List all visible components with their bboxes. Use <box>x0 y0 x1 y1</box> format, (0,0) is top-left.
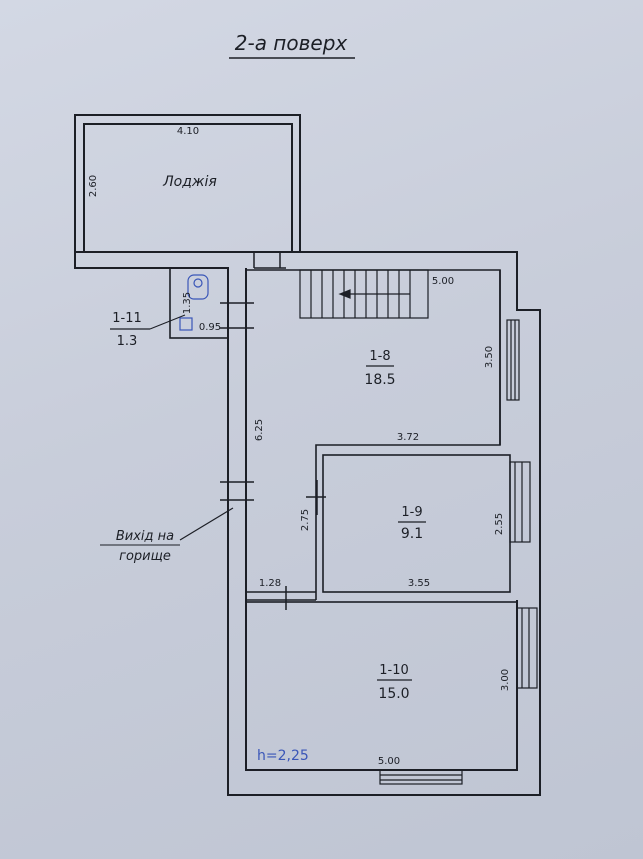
toilet-icon <box>187 274 209 300</box>
room-1-8-width-dim: 5.00 <box>432 276 454 287</box>
sink-icon <box>179 317 193 331</box>
attic-exit-line1: Вихід на <box>116 529 174 544</box>
room-1-10-area: 15.0 <box>378 686 409 702</box>
ceiling-height-label: h=2,25 <box>257 748 309 764</box>
room-1-9-wall <box>322 454 511 593</box>
room-1-8-area: 18.5 <box>364 372 395 388</box>
room-1-10-width-dim: 5.00 <box>378 756 400 767</box>
door-marks <box>220 252 326 610</box>
attic-exit-leader <box>179 507 234 541</box>
building-outline <box>74 251 541 796</box>
room-1-9-left-depth-dim: 2.75 <box>300 509 311 531</box>
loggia-label: Лоджія <box>162 174 217 190</box>
room-1-10-depth-dim: 3.00 <box>500 669 511 691</box>
room-1-9-id: 1-9 <box>401 505 422 520</box>
window-room-1-10 <box>516 607 538 689</box>
room-1-8-depth-dim: 3.50 <box>484 346 495 368</box>
bath-id: 1-11 <box>112 311 142 326</box>
loggia-outer-wall <box>74 114 301 252</box>
bath-dim-a: 1.35 <box>182 292 193 314</box>
loggia-depth-dim: 2.60 <box>88 175 99 197</box>
loggia-width-dim: 4.10 <box>177 126 199 137</box>
bath-fixtures <box>179 274 209 331</box>
corridor-length-dim: 6.25 <box>254 419 265 441</box>
interior-walls <box>169 267 518 771</box>
plan-title: 2-а поверх <box>235 31 348 55</box>
windows <box>379 319 538 785</box>
bath-area: 1.3 <box>117 334 138 349</box>
toilet-bowl-icon <box>193 278 203 288</box>
room-1-8-inner-dim: 3.72 <box>397 432 419 443</box>
room-1-9-right-depth-dim: 2.55 <box>494 513 505 535</box>
attic-exit-line2: горище <box>119 549 171 564</box>
loggia-inner-wall <box>83 123 293 252</box>
bath-dim-b: 0.95 <box>199 322 221 333</box>
window-room-1-8 <box>506 319 520 401</box>
stair-arrowhead <box>338 289 351 299</box>
window-room-1-9 <box>509 461 531 543</box>
room-1-9-area: 9.1 <box>401 526 423 542</box>
staircase <box>299 269 429 319</box>
room-1-10-id: 1-10 <box>379 663 409 678</box>
window-bottom <box>379 769 463 785</box>
room-1-8-id: 1-8 <box>369 349 390 364</box>
room-1-9-width-dim: 3.55 <box>408 578 430 589</box>
corridor-width-dim: 1.28 <box>259 578 281 589</box>
stair-frame <box>299 269 429 319</box>
bath-leader <box>149 314 186 330</box>
